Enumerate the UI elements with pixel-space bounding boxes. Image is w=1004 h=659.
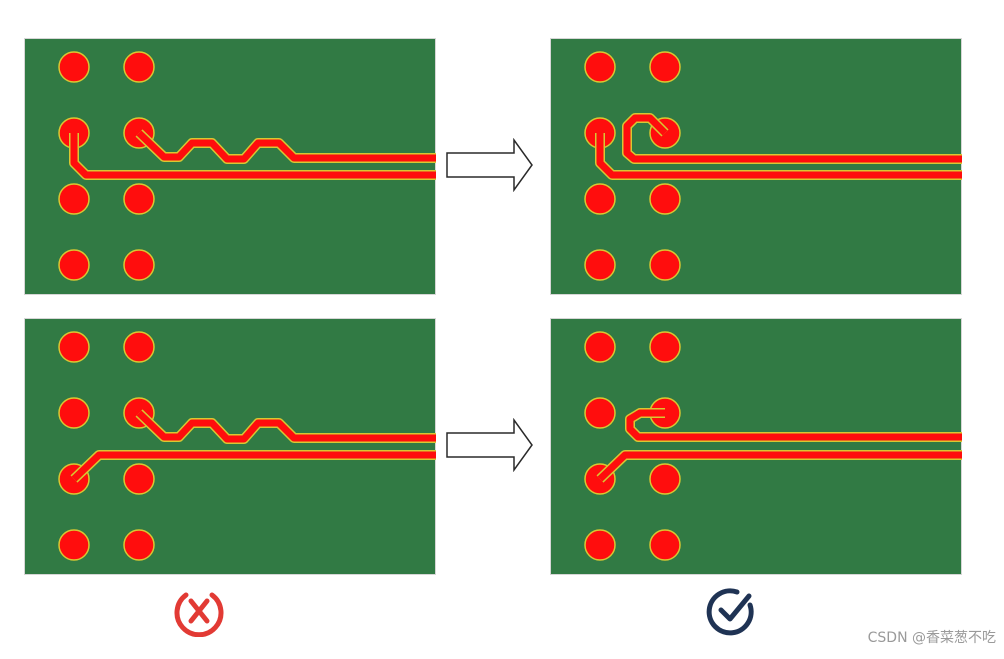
traces	[596, 408, 962, 483]
right-arrow-icon	[446, 418, 533, 472]
pcb-panel-top-left-wrong	[24, 38, 436, 295]
pcb-panel-top-right-correct	[550, 38, 962, 295]
traces	[69, 129, 436, 180]
pcb-panel-bottom-right-correct	[550, 318, 962, 575]
watermark: CSDN @香菜葱不吃	[867, 630, 996, 646]
pcb-panel-bottom-left-wrong	[24, 318, 436, 575]
right-arrow-icon	[446, 138, 533, 192]
via-pads	[584, 331, 681, 561]
via-pads	[58, 331, 155, 561]
circle-check-icon	[706, 588, 754, 636]
circle-x-icon	[174, 592, 224, 637]
traces	[595, 113, 962, 180]
traces	[70, 409, 436, 483]
